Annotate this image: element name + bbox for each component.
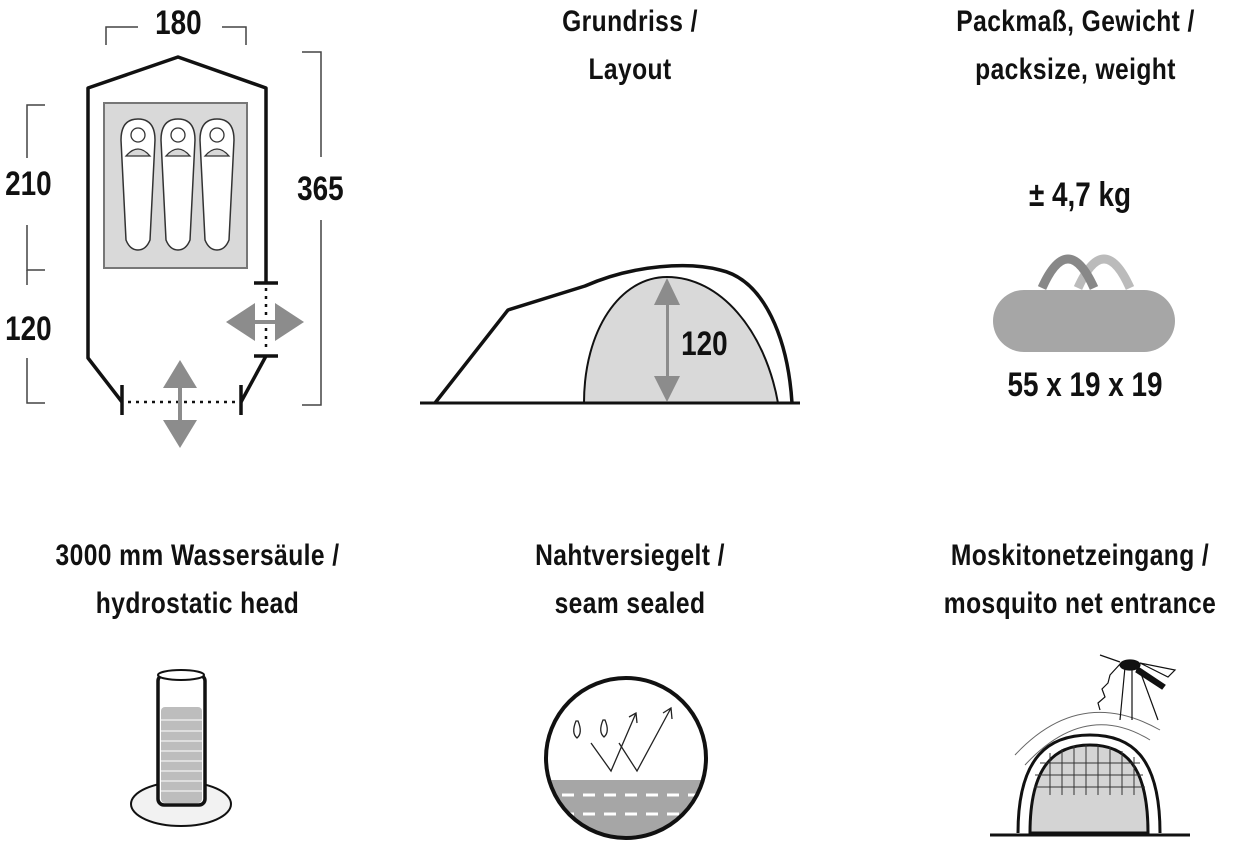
tent-side-view-icon (420, 263, 800, 405)
floorplan-drawing (26, 26, 322, 448)
seam-sealed-icon (544, 676, 708, 840)
pack-dimensions-value: 55 x 19 x 19 (1007, 366, 1163, 404)
width-dimension-label: 180 (155, 4, 202, 42)
packsize-title: Packmaß, Gewicht / packsize, weight (956, 5, 1195, 86)
hydrostatic-title: 3000 mm Wassersäule / hydrostatic head (55, 539, 340, 620)
weight-value: ± 4,7 kg (1028, 176, 1132, 214)
entrance-arrows (163, 303, 304, 448)
mosquito-net-title: Moskitonetzeingang / mosquito net entran… (943, 539, 1217, 620)
water-column-icon (130, 669, 232, 827)
vestibule-length-dimension-label: 120 (5, 310, 52, 348)
mosquito-net-icon (990, 654, 1190, 837)
inner-length-dimension-label: 210 (5, 165, 52, 203)
total-length-dimension-label: 365 (297, 170, 344, 208)
seam-sealed-title: Nahtversiegelt / seam sealed (535, 539, 725, 620)
pack-bag-icon (993, 254, 1175, 352)
dimension-brackets (26, 26, 322, 406)
tent-height-label: 120 (681, 325, 728, 363)
layout-title: Grundriss / Layout (562, 5, 698, 86)
